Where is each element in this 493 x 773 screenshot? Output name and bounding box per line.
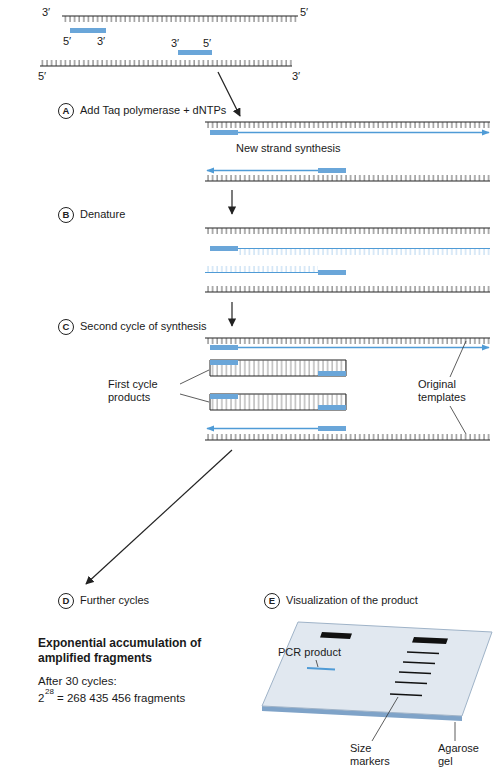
flow-arrow: [231, 302, 232, 326]
new-strand: [205, 272, 318, 273]
gel-well: [320, 632, 352, 639]
primer-bar: [70, 28, 106, 33]
step-letter: A: [63, 106, 70, 116]
result-note: After 30 cycles:: [38, 675, 117, 688]
step-label: Further cycles: [80, 594, 149, 607]
leader-line: [372, 697, 398, 741]
step-circle: A: [58, 103, 74, 119]
strand-ticks: [205, 286, 490, 292]
primer-bar: [318, 405, 346, 410]
new-strand: [238, 347, 489, 348]
step-circle: B: [58, 207, 74, 223]
strand-ticks: [238, 249, 490, 255]
callout-label: First cycle products: [108, 378, 178, 404]
strand-end: 3′: [292, 70, 300, 83]
leader-line: [450, 341, 466, 377]
formula-value: = 268 435 456 fragments: [57, 692, 185, 705]
step-label: Visualization of the product: [286, 594, 418, 607]
strand-ticks: [205, 338, 490, 344]
marker-band: [390, 694, 422, 696]
step-letter: D: [63, 596, 70, 606]
callout-label: New strand synthesis: [236, 142, 341, 155]
strand-ticks: [40, 60, 292, 66]
new-strand: [238, 248, 490, 249]
primer-bar: [210, 345, 238, 350]
step-label: Denature: [80, 208, 125, 221]
strand-end: 5′: [300, 6, 308, 19]
gel-well: [412, 637, 448, 644]
primer-bar: [318, 168, 346, 173]
marker-band: [407, 652, 439, 654]
new-strand: [207, 428, 318, 429]
flow-arrow: [86, 450, 232, 584]
step-label: Second cycle of synthesis: [80, 320, 207, 333]
marker-band: [399, 672, 431, 674]
primer-bar: [318, 426, 346, 431]
pcr-band: [307, 668, 335, 670]
marker-band: [403, 662, 435, 664]
primer-bar: [178, 50, 212, 55]
callout-label: Agarose gel: [438, 742, 482, 768]
strand-end: 5′: [38, 70, 46, 83]
leader-line: [180, 370, 209, 384]
strand-ticks: [62, 16, 298, 22]
leader-line: [450, 406, 466, 434]
formula-exponent: 28: [45, 687, 54, 696]
primer-bar: [210, 130, 238, 135]
strand-end: 3′: [97, 35, 105, 48]
step-circle: C: [58, 319, 74, 335]
strand-ticks: [205, 266, 318, 272]
callout-label: Original templates: [418, 378, 476, 404]
step-label: Add Taq polymerase + dNTPs: [80, 104, 226, 117]
leader-line: [316, 660, 318, 667]
strand-end: 3′: [171, 37, 179, 50]
primer-bar: [210, 394, 238, 399]
step-letter: C: [63, 322, 70, 332]
strand-ticks: [205, 175, 490, 181]
strand-end: 3′: [42, 6, 50, 19]
new-strand: [238, 132, 489, 133]
strand-end: 5′: [63, 35, 71, 48]
step-circle: D: [58, 593, 74, 609]
strand-ticks: [205, 228, 490, 234]
primer-bar: [318, 371, 346, 376]
step-letter: E: [269, 596, 275, 606]
strand-ticks: [205, 122, 490, 128]
primer-bar: [210, 246, 238, 251]
product-rungs: [210, 360, 346, 376]
step-letter: B: [63, 210, 70, 220]
strand-end: 5′: [203, 37, 211, 50]
new-strand: [207, 170, 318, 171]
callout-label: Size markers: [350, 742, 396, 768]
agarose-gel: [262, 622, 492, 716]
product-rungs: [210, 394, 346, 410]
primer-bar: [210, 360, 238, 365]
leader-line: [455, 722, 456, 741]
formula-base: 2: [38, 692, 44, 705]
result-heading: Exponential accumulation of amplified fr…: [38, 636, 203, 666]
strand-ticks: [205, 434, 490, 440]
flow-arrow: [231, 190, 232, 214]
callout-label: PCR product: [278, 646, 341, 659]
marker-band: [395, 682, 427, 684]
step-circle: E: [264, 593, 280, 609]
leader-line: [180, 394, 209, 402]
primer-bar: [318, 270, 346, 275]
